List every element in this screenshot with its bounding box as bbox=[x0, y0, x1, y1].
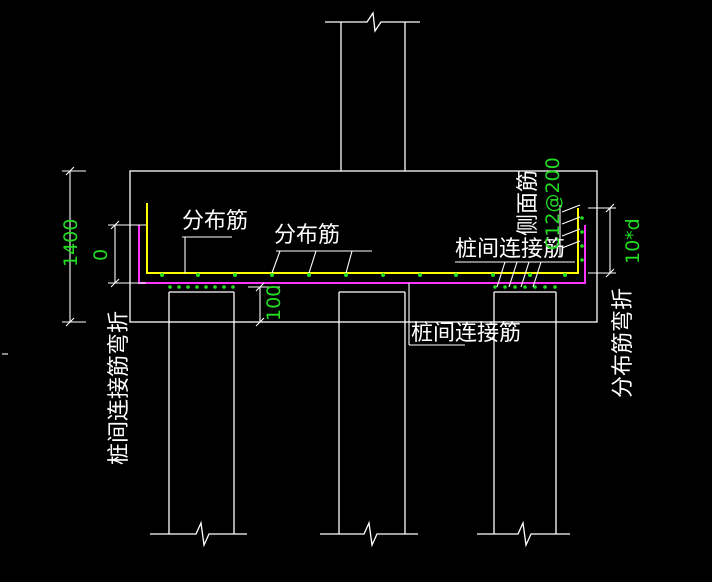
pile-connection-bar bbox=[138, 225, 586, 284]
rebar-dots-pile bbox=[168, 285, 557, 289]
rebar-dots-top bbox=[160, 273, 567, 277]
dimension-1400: 1400 bbox=[60, 219, 82, 267]
label-left-vertical: 桩间连接筋弯折 bbox=[107, 311, 132, 465]
label-pile-connection-bottom: 桩间连接筋 bbox=[411, 321, 521, 346]
leader-lines bbox=[182, 204, 581, 346]
label-side-bar-spec: C12@200 bbox=[542, 157, 564, 250]
piles bbox=[150, 291, 570, 548]
dimension-100: 100 bbox=[263, 285, 285, 321]
side-bar-dots bbox=[580, 216, 584, 262]
label-right-vertical: 分布筋弯折 bbox=[611, 288, 636, 398]
label-distribution-mid: 分布筋 bbox=[274, 223, 340, 248]
distribution-bar bbox=[146, 203, 579, 274]
dimension-10d: 10*d bbox=[622, 218, 644, 264]
dimension-0: 0 bbox=[90, 249, 112, 261]
label-side-bar: 侧面筋 bbox=[516, 170, 541, 236]
label-distribution-left: 分布筋 bbox=[182, 209, 248, 234]
dimension-lines bbox=[2, 166, 616, 355]
column bbox=[325, 11, 420, 171]
label-pile-connection-top: 桩间连接筋 bbox=[455, 237, 565, 262]
pile-cap-outline bbox=[129, 170, 598, 323]
